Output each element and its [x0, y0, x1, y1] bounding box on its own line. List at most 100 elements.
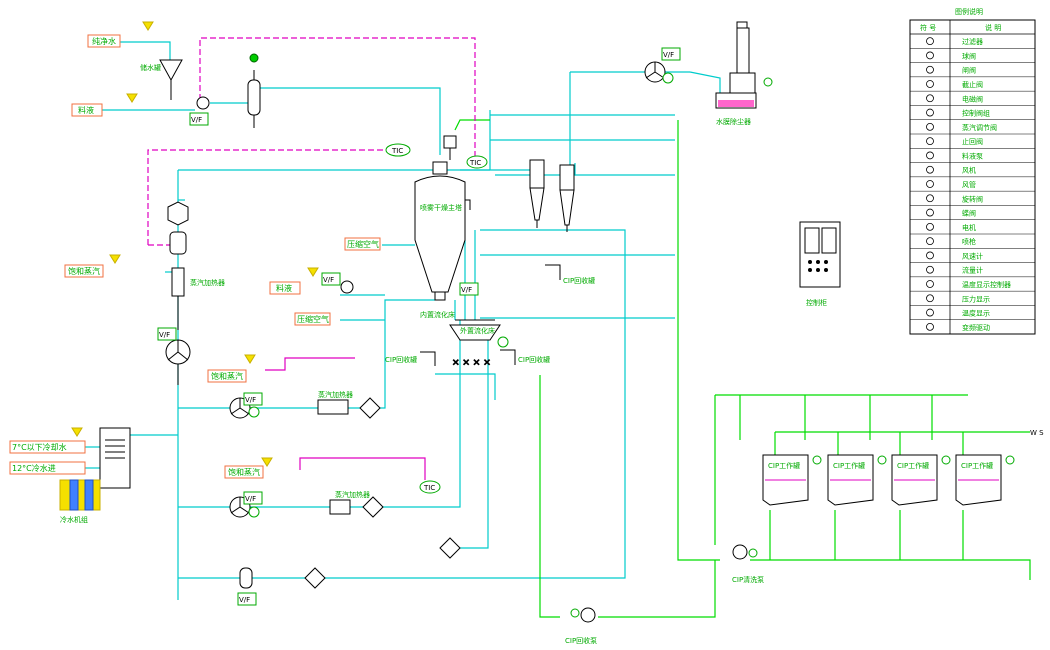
ws-label: W S — [1030, 429, 1044, 437]
svg-text:V/F: V/F — [663, 51, 674, 59]
cip-return-tank-1: CIP回收罐 — [545, 264, 595, 285]
legend-item-label: 风机 — [962, 166, 976, 175]
compressed-air-1-box — [344, 237, 381, 251]
legend-item-label: 温度显示控制器 — [962, 280, 1011, 289]
water-tank-label: 储水罐 — [140, 63, 161, 72]
pure-water-label-box — [87, 34, 121, 48]
svg-text:V/F: V/F — [159, 331, 170, 339]
feed-2-label-box — [269, 281, 301, 295]
svg-text:V/F: V/F — [191, 116, 202, 124]
cip-return-3-label: CIP回收罐 — [518, 355, 550, 364]
steam-lines — [147, 37, 476, 480]
compressed-air-1-label: 压缩空气 — [347, 239, 379, 249]
cip-return-1-label: CIP回收罐 — [563, 276, 595, 285]
legend-item-label: 流量计 — [962, 266, 983, 275]
cyclone-2 — [559, 164, 575, 232]
spray-dryer-tower: 喷雾干燥主塔 — [414, 135, 471, 301]
svg-text:V/F: V/F — [323, 276, 334, 284]
legend-symbol-icon — [926, 194, 934, 203]
cip-pump-1: CIP清洗泵 — [732, 544, 764, 584]
cip-tank-1: CIP工作罐 — [762, 454, 822, 506]
legend-symbol-icon — [926, 94, 934, 103]
tic-dryer: TIC — [466, 155, 488, 169]
spray-dryer-label: 喷雾干燥主塔 — [420, 203, 462, 212]
cip-tank-4: CIP工作罐 — [955, 454, 1015, 506]
compressed-air-2-box — [294, 312, 331, 326]
legend-symbol-icon — [926, 322, 934, 331]
legend-symbol-icon — [926, 65, 934, 74]
cip-pump-2: CIP回收泵 — [565, 607, 597, 645]
legend-item-label: 球阀 — [962, 51, 976, 60]
legend-symbol-icon — [926, 237, 934, 246]
cip-pump-2-label: CIP回收泵 — [565, 636, 597, 645]
svg-text:V/F: V/F — [245, 495, 256, 503]
fan-row-3 — [239, 537, 461, 589]
legend-symbol-icon — [926, 151, 934, 160]
legend-item-label: 温度显示 — [962, 309, 990, 318]
feed-2-label: 料液 — [276, 283, 292, 293]
cip-pump-1-label: CIP清洗泵 — [732, 575, 764, 584]
legend-symbol-icon — [926, 308, 934, 317]
legend-symbol-icon — [926, 265, 934, 274]
scrubber-label: 水膜除尘器 — [716, 117, 751, 126]
legend-symbol-icon — [926, 80, 934, 88]
legend-symbol-icon — [926, 122, 934, 131]
steam-mid-label: 饱和蒸汽 — [211, 371, 243, 381]
legend-symbol-icon — [926, 165, 934, 174]
legend-item-label: 旋转阀 — [962, 194, 983, 203]
legend-symbol-icon — [926, 208, 934, 217]
exhaust-fan — [644, 61, 674, 84]
feed-pump-1 — [196, 96, 210, 110]
fan-row-1: 蒸汽加热器 — [229, 390, 381, 419]
svg-text:V/F: V/F — [239, 596, 250, 604]
control-cabinet-label: 控制柜 — [806, 298, 827, 307]
steam-left-label-box — [64, 264, 104, 278]
steam-heater-3-label: 蒸汽加热器 — [335, 490, 370, 499]
cip-tank-3-label: CIP工作罐 — [897, 461, 929, 470]
cold-water-12-label: 12°C冷水进 — [12, 463, 56, 473]
feed-pump-2 — [340, 280, 354, 294]
cip-return-tank-3: CIP回收罐 — [500, 349, 550, 365]
legend-item-label: 料液泵 — [962, 151, 983, 160]
compressed-air-2-label: 压缩空气 — [297, 314, 329, 324]
legend-item-label: 截止阀 — [962, 80, 983, 89]
legend: 图例说明 符 号 说 明 过滤器球阀闸阀截止阀电磁阀控制阀组蒸汽调节阀止回阀料液… — [909, 7, 1036, 335]
steam-lower-label-box — [224, 465, 264, 479]
legend-col-symbol: 符 号 — [920, 23, 936, 32]
left-air-column: 蒸汽加热器 — [165, 201, 225, 385]
legend-item-label: 电磁阀 — [962, 94, 983, 103]
steam-left-label: 饱和蒸汽 — [68, 266, 100, 276]
cip-tank-2: CIP工作罐 — [827, 454, 887, 506]
steam-heater-2-label: 蒸汽加热器 — [318, 390, 353, 399]
water-pipes — [85, 41, 721, 600]
legend-item-label: 压力显示 — [962, 294, 990, 303]
legend-item-label: 过滤器 — [962, 37, 983, 46]
feed-label: 料液 — [78, 105, 94, 115]
feed-preheater — [247, 53, 261, 128]
legend-item-label: 止回阀 — [962, 137, 983, 146]
svg-text:V/F: V/F — [245, 396, 256, 404]
legend-symbol-icon — [926, 108, 934, 117]
cyclone-1 — [529, 159, 545, 228]
cip-tank-2-label: CIP工作罐 — [833, 461, 865, 470]
legend-symbol-icon — [926, 137, 934, 146]
legend-item-label: 风管 — [962, 180, 976, 189]
pure-water-label: 纯净水 — [92, 36, 116, 46]
svg-text:V/F: V/F — [461, 286, 472, 294]
filter-icons — [71, 21, 319, 467]
legend-symbol-icon — [926, 280, 934, 288]
vibro-bed-label: 外置流化床 — [460, 326, 495, 335]
legend-item-label: 电机 — [962, 223, 976, 232]
vf-boxes: V/F V/F V/F V/F V/F V/F V/F V/F — [157, 47, 681, 606]
cip-return-2-label: CIP回收罐 — [385, 355, 417, 364]
svg-text:TIC: TIC — [423, 484, 435, 492]
legend-col-desc: 说 明 — [985, 23, 1001, 32]
legend-symbol-icon — [926, 51, 934, 60]
legend-symbol-icon — [926, 37, 934, 46]
fluid-bed: 内置流化床 外置流化床 × × × × — [420, 310, 509, 369]
cold-water-7-box — [9, 440, 86, 454]
feed-label-box — [71, 103, 103, 117]
control-cabinet: 控制柜 — [799, 221, 841, 307]
legend-item-label: 闸阀 — [962, 66, 976, 75]
